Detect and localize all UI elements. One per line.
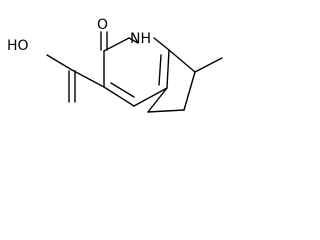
molecule-diagram: HO O NH — [7, 17, 223, 113]
bond-n1-c7a — [153, 37, 170, 51]
bond-c4a-c4 — [133, 87, 168, 107]
bond-c4-c3-inner — [110, 82, 135, 98]
bond-c7a-c7 — [168, 49, 196, 73]
bond-cooh-oh — [46, 54, 73, 71]
bond-c6-c5 — [147, 109, 185, 113]
atom-label-carbonyl-o: O — [97, 17, 108, 33]
bond-c2-n1-left — [103, 37, 130, 52]
bond-c4-c3 — [103, 86, 135, 107]
bond-c3-cooh — [71, 69, 105, 88]
bond-c7-c6 — [183, 71, 196, 111]
bond-c2-n1 — [128, 37, 139, 44]
bond-c7a-c4a — [166, 49, 170, 89]
atom-label-ring-nh: NH — [130, 31, 151, 47]
atom-label-carboxyl-oh: HO — [7, 38, 29, 54]
bond-c7-methyl — [194, 57, 223, 73]
bond-c4a-c7a-inner — [158, 54, 162, 86]
bond-c5-c4a — [147, 87, 168, 113]
